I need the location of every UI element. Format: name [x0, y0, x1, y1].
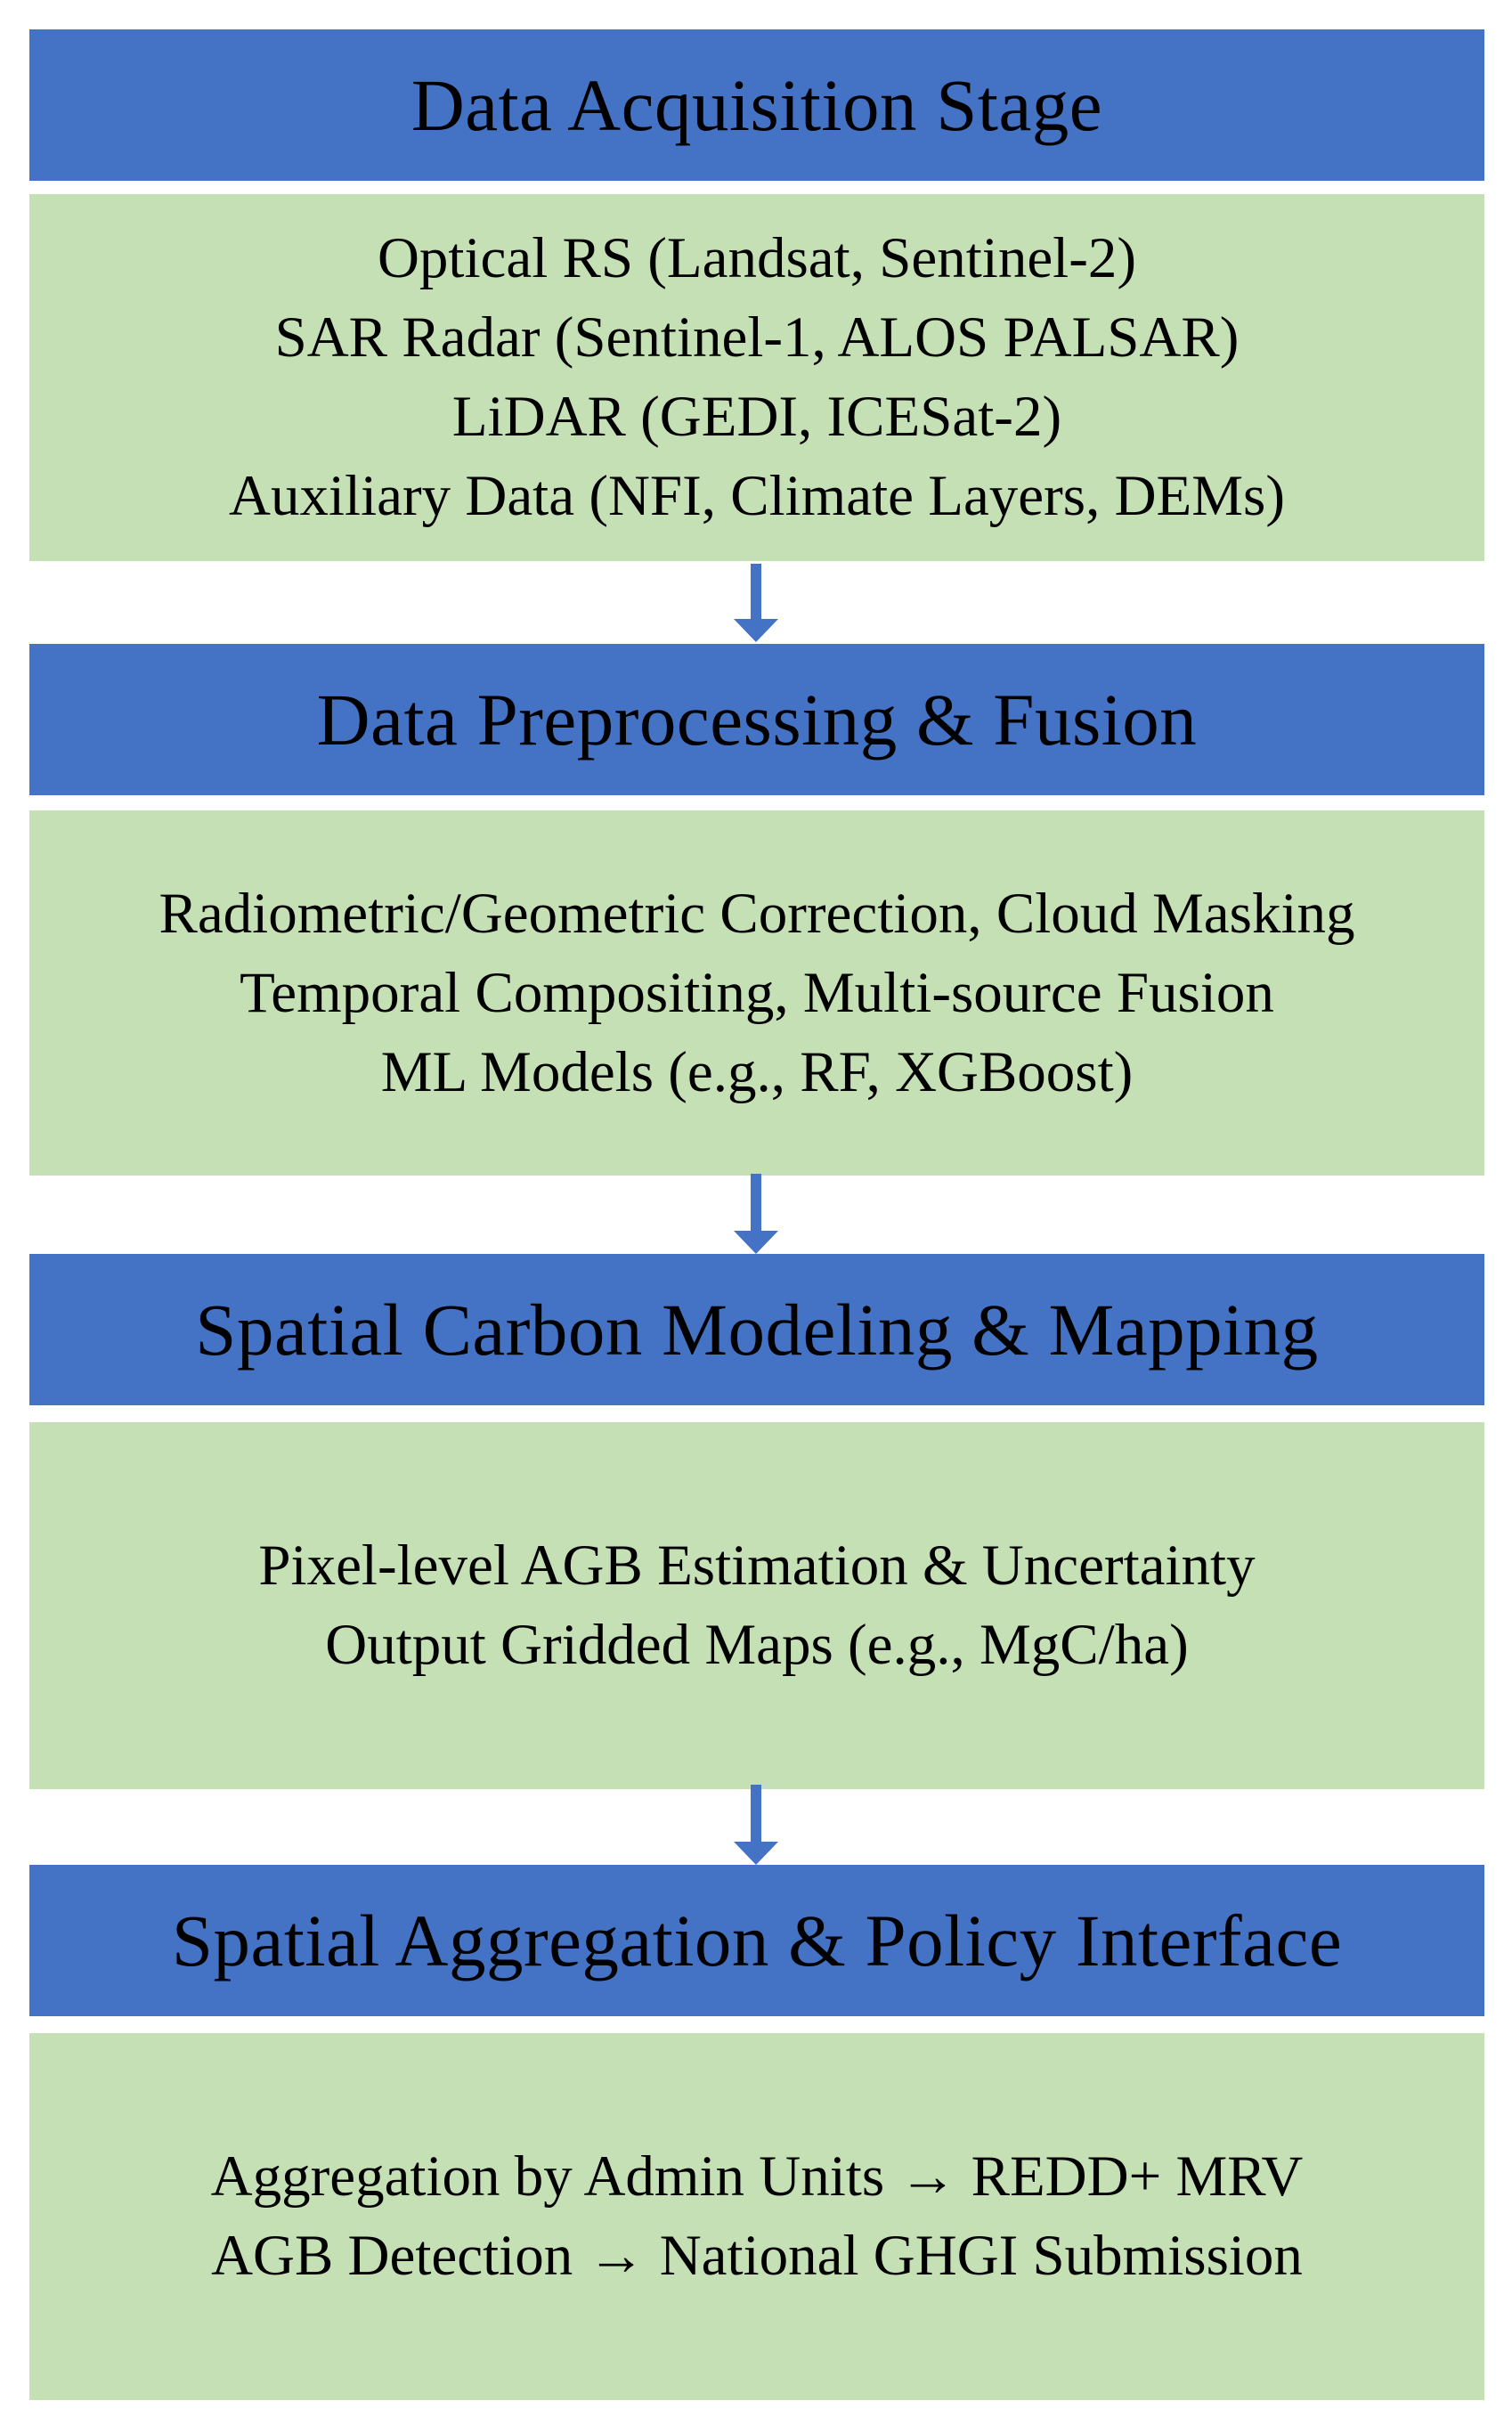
stage-4-header: Spatial Aggregation & Policy Interface: [29, 1865, 1484, 2016]
stage-1-body: Optical RS (Landsat, Sentinel-2) SAR Rad…: [29, 194, 1484, 561]
stage-1-line-4: Auxiliary Data (NFI, Climate Layers, DEM…: [229, 464, 1285, 528]
stage-1-title: Data Acquisition Stage: [411, 64, 1103, 146]
stage-1-line-3: LiDAR (GEDI, ICESat-2): [451, 385, 1062, 449]
stage-2-header: Data Preprocessing & Fusion: [29, 644, 1484, 795]
arrow-1-shaft: [751, 564, 761, 621]
arrow-3-head: [734, 1842, 778, 1865]
stage-4-line-1: Aggregation by Admin Units → REDD+ MRV: [210, 2144, 1304, 2209]
stage-3-title: Spatial Carbon Modeling & Mapping: [195, 1289, 1319, 1371]
stage-2-line-2: Temporal Compositing, Multi-source Fusio…: [240, 960, 1274, 1025]
stage-3-line-1: Pixel-level AGB Estimation & Uncertainty: [258, 1534, 1256, 1598]
stage-2-line-1: Radiometric/Geometric Correction, Cloud …: [159, 881, 1355, 946]
stage-3-header: Spatial Carbon Modeling & Mapping: [29, 1254, 1484, 1405]
stage-1-line-2: SAR Radar (Sentinel-1, ALOS PALSAR): [274, 305, 1240, 370]
arrow-1-head: [734, 619, 778, 642]
arrow-2-head: [734, 1231, 778, 1254]
stage-4-body: Aggregation by Admin Units → REDD+ MRV A…: [29, 2033, 1484, 2400]
arrow-down-icon: [734, 564, 778, 642]
arrow-2-shaft: [751, 1174, 761, 1233]
stage-3-line-2: Output Gridded Maps (e.g., MgC/ha): [325, 1613, 1189, 1677]
stage-4-title: Spatial Aggregation & Policy Interface: [171, 1900, 1343, 1981]
stage-3-body: Pixel-level AGB Estimation & Uncertainty…: [29, 1422, 1484, 1789]
arrow-3-shaft: [751, 1785, 761, 1843]
stage-2-body: Radiometric/Geometric Correction, Cloud …: [29, 810, 1484, 1176]
stage-1-line-1: Optical RS (Landsat, Sentinel-2): [377, 226, 1137, 290]
stage-2-line-3: ML Models (e.g., RF, XGBoost): [380, 1039, 1134, 1104]
stage-4-line-2: AGB Detection → National GHGI Submission: [211, 2224, 1303, 2288]
arrow-down-icon: [734, 1785, 778, 1865]
arrow-down-icon: [734, 1174, 778, 1254]
stage-1-header: Data Acquisition Stage: [29, 29, 1484, 181]
stage-2-title: Data Preprocessing & Fusion: [316, 679, 1198, 761]
